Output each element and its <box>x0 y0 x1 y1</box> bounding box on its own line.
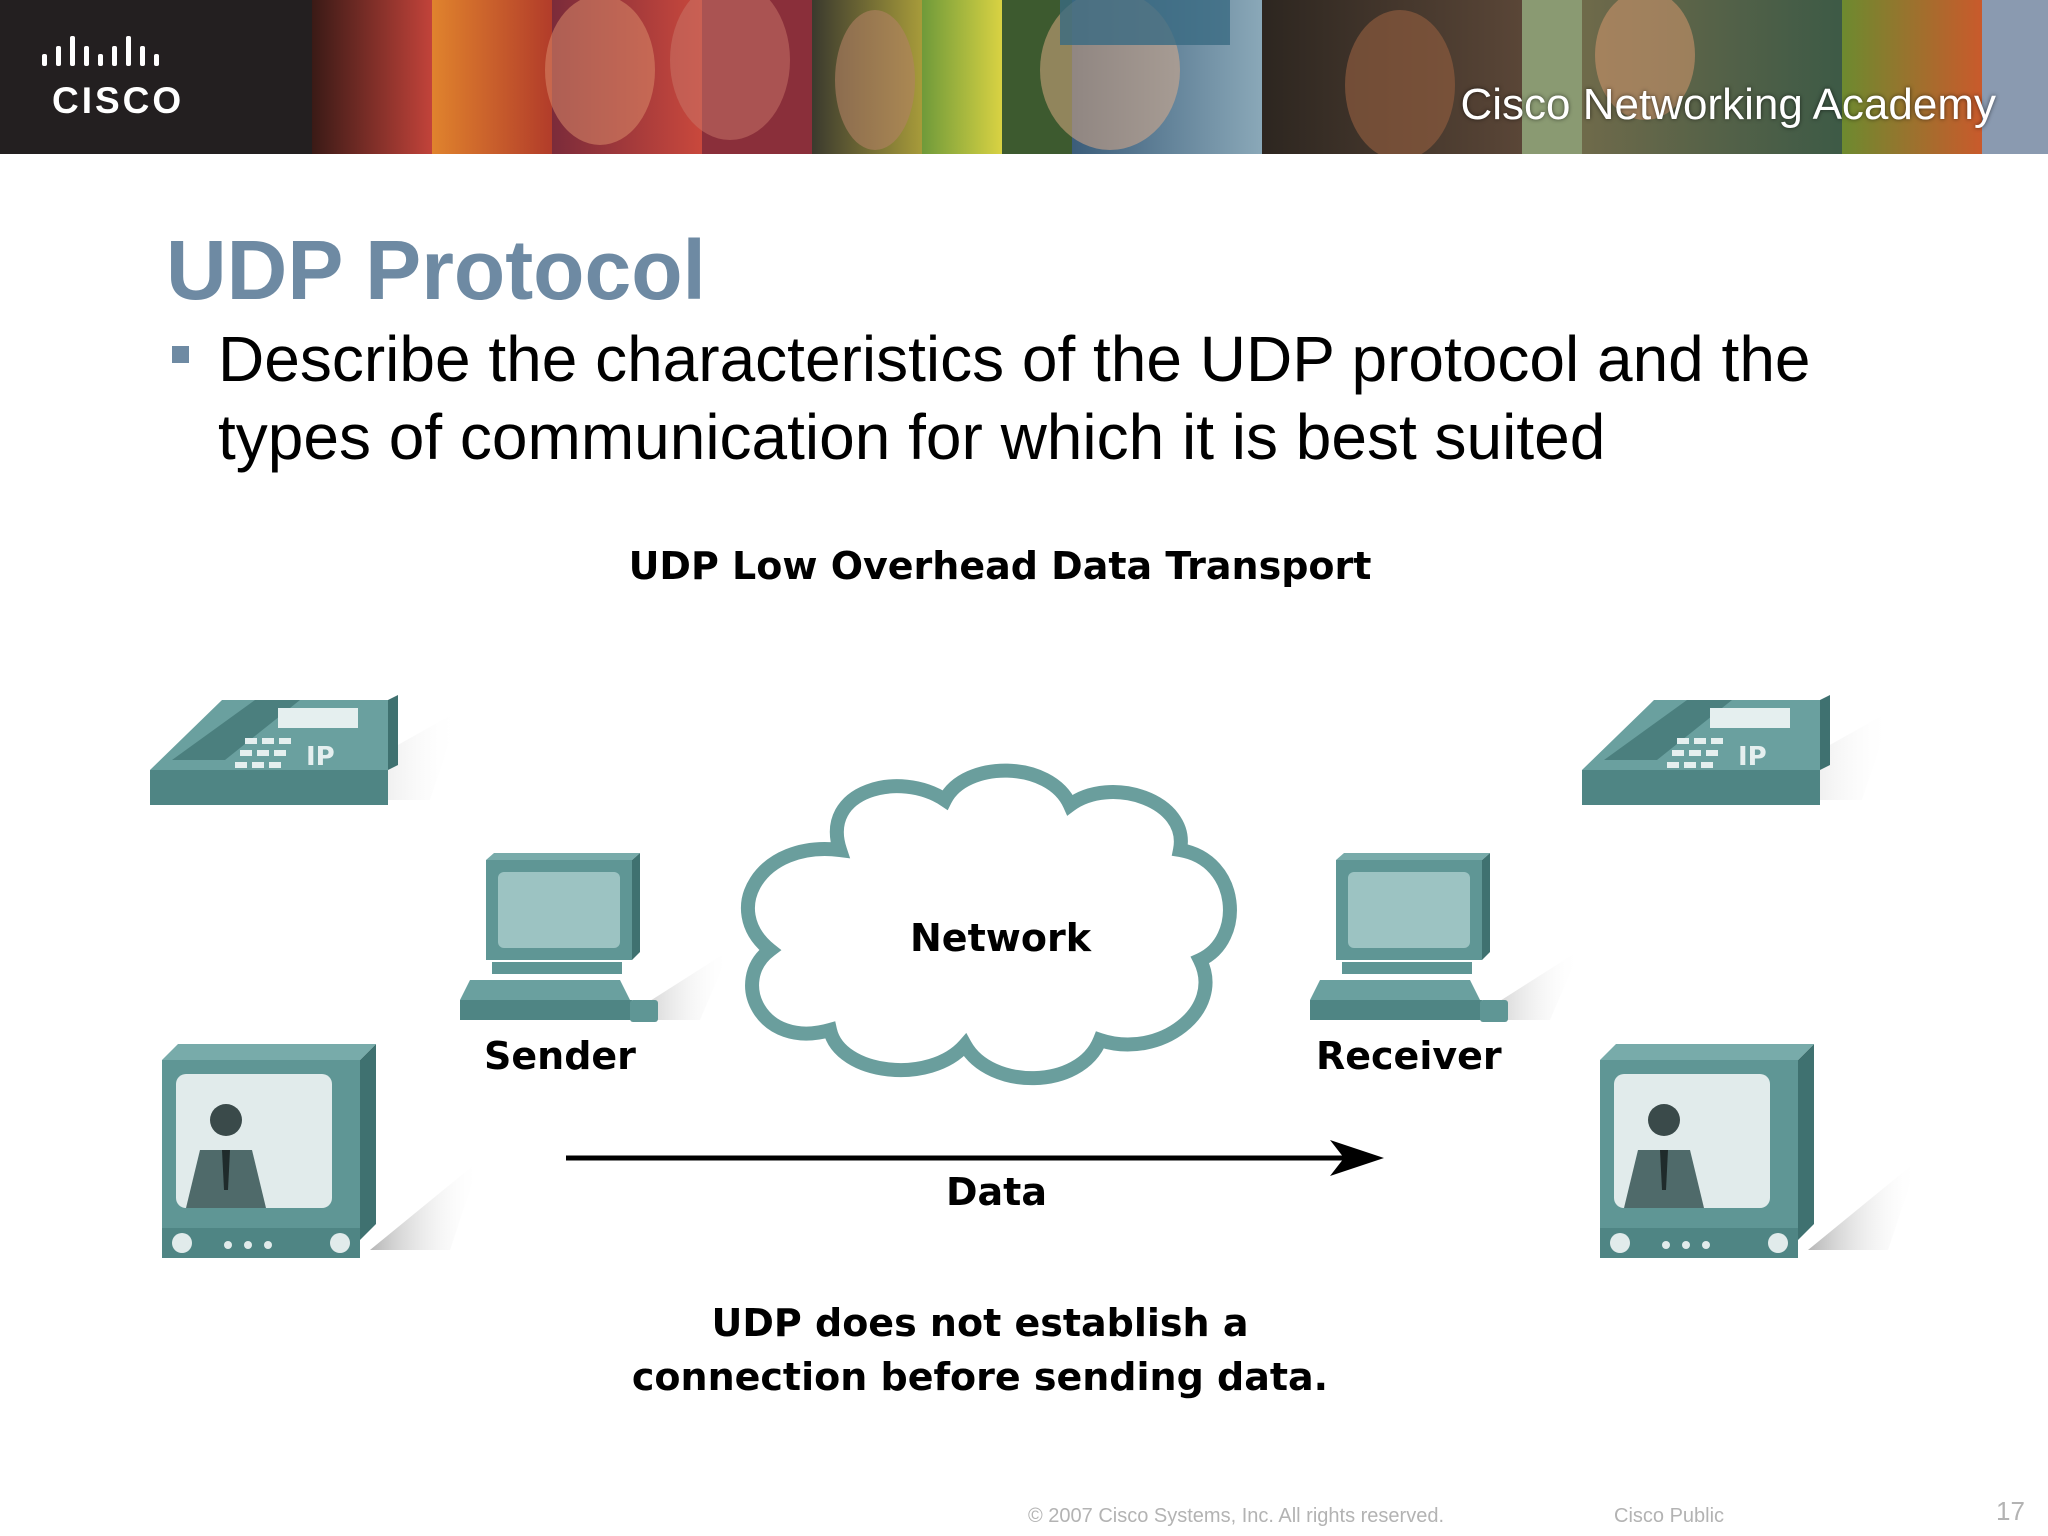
right-ip-phone-icon: IP <box>1582 695 1892 805</box>
cisco-logo: CISCO <box>0 0 312 154</box>
academy-title: Cisco Networking Academy <box>1460 80 1996 129</box>
page-number: 17 <box>1996 1496 2025 1526</box>
receiver-label: Receiver <box>1316 1034 1502 1078</box>
header-banner: CISCO Cisco Networking Academy <box>0 0 2048 154</box>
diagram-note: UDP does not establish a connection befo… <box>0 1296 1960 1404</box>
left-video-monitor-icon <box>162 1044 480 1258</box>
banner-photo-strip <box>312 0 2048 154</box>
data-arrow-head <box>1330 1140 1384 1176</box>
cisco-logo-text: CISCO <box>52 80 185 121</box>
footer-classification: Cisco Public <box>1614 1505 1725 1527</box>
network-label: Network <box>910 916 1091 960</box>
note-line-1: UDP does not establish a <box>711 1301 1249 1345</box>
right-phone-ip-badge: IP <box>1738 742 1767 772</box>
receiver-computer-icon <box>1310 853 1580 1022</box>
left-phone-ip-badge: IP <box>306 742 335 772</box>
bullet-text: Describe the characteristics of the UDP … <box>218 323 1811 473</box>
note-line-2: connection before sending data. <box>631 1355 1329 1399</box>
slide-title: UDP Protocol <box>166 223 706 317</box>
right-video-monitor-icon <box>1600 1044 1918 1258</box>
network-cloud-icon <box>740 763 1237 1086</box>
cisco-bars-icon <box>42 36 159 66</box>
data-label: Data <box>946 1170 1047 1214</box>
footer-copyright: © 2007 Cisco Systems, Inc. All rights re… <box>1028 1505 1445 1527</box>
diagram-title: UDP Low Overhead Data Transport <box>628 544 1372 588</box>
sender-label: Sender <box>484 1034 636 1078</box>
left-ip-phone-icon: IP <box>150 695 460 805</box>
sender-computer-icon <box>460 853 730 1022</box>
bullet-marker <box>172 346 189 363</box>
